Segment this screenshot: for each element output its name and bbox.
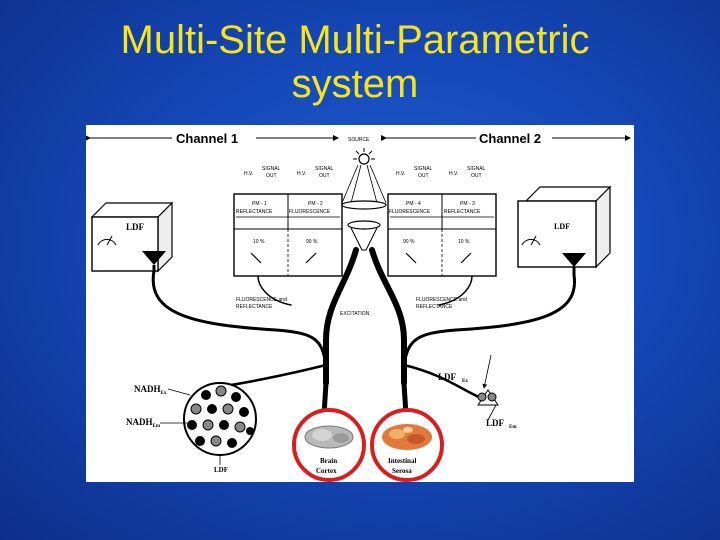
intestinal-label-1: Intestinal — [388, 457, 416, 465]
channel-1-label: Channel 1 — [176, 131, 238, 146]
light-source-icon — [341, 148, 387, 251]
intestinal-label-2: Serosa — [392, 467, 412, 475]
out-label-2: OUT — [319, 173, 330, 179]
nadh-em-label: NADHEm — [126, 417, 161, 429]
pm1-label: PM - 1 — [252, 201, 267, 207]
signal-label-2: SIGNAL — [315, 166, 334, 172]
pm4-label: PM - 4 — [406, 201, 421, 207]
hv-label-4: H.V. — [449, 171, 458, 177]
out-label-3: OUT — [418, 173, 429, 179]
pm2-label: PM - 2 — [308, 201, 323, 207]
pct-10-right: 10 % — [458, 239, 470, 245]
hv-label-3: H.V. — [396, 171, 405, 177]
fl-and-refl-left-1: FLUORESCENCE and — [236, 297, 287, 303]
fluorescence-label-2: FLUORESCENCE — [389, 209, 431, 215]
nadh-ex-label: NADHEx — [134, 384, 167, 396]
fl-and-refl-left-2: REFLECTANCE — [236, 304, 273, 310]
signal-label-4: SIGNAL — [467, 166, 486, 172]
out-label-4: OUT — [471, 173, 482, 179]
brain-label-1: Brain — [320, 457, 337, 465]
channel-2-label: Channel 2 — [479, 131, 541, 146]
signal-label-1: SIGNAL — [262, 166, 281, 172]
optical-fibers — [151, 247, 577, 418]
title-line-1: Multi-Site Multi-Parametric — [120, 18, 590, 62]
reflectance-label-1: REFLECTANCE — [236, 209, 273, 215]
fl-and-refl-right-1: FLUORESCENCE and — [416, 297, 467, 303]
channel-2-detector-box — [387, 193, 497, 277]
ldf-label-left: LDF — [126, 222, 145, 232]
fl-and-refl-right-2: REFLECTANCE — [416, 304, 453, 310]
ldf-label-right: LDF — [554, 222, 570, 231]
channel-1-detector-box — [233, 193, 343, 277]
fluorescence-label-1: FLUORESCENCE — [289, 209, 331, 215]
pct-10-left: 10 % — [253, 239, 265, 245]
signal-label-3: SIGNAL — [414, 166, 433, 172]
slide-title: Multi-Site Multi-Parametric system — [60, 18, 650, 106]
ldf-unit-left — [90, 201, 174, 273]
hv-label-1: H.V. — [244, 171, 253, 177]
out-label-1: OUT — [266, 173, 277, 179]
excitation-label: EXCITATION — [340, 311, 370, 317]
ldf-unit-right — [517, 185, 612, 275]
ldf-probe-label: LDF — [214, 466, 228, 474]
title-line-2: system — [291, 62, 419, 106]
source-label: SOURCE — [348, 137, 370, 143]
pct-90-left: 90 % — [306, 239, 318, 245]
reflectance-label-2: REFLECTANCE — [444, 209, 481, 215]
system-diagram: Channel 1 Channel 2 SOURCE — [86, 125, 634, 482]
hv-label-2: H.V. — [297, 171, 306, 177]
pm3-label: PM - 3 — [460, 201, 475, 207]
pct-90-right: 90 % — [403, 239, 415, 245]
ldf-probe-right — [477, 354, 499, 421]
probe-cross-section — [183, 382, 257, 456]
brain-label-2: Cortex — [316, 467, 337, 475]
brain-cortex-sample — [292, 408, 366, 482]
diagram-canvas: Channel 1 Channel 2 SOURCE — [86, 131, 631, 482]
intestinal-serosa-sample — [370, 408, 444, 482]
